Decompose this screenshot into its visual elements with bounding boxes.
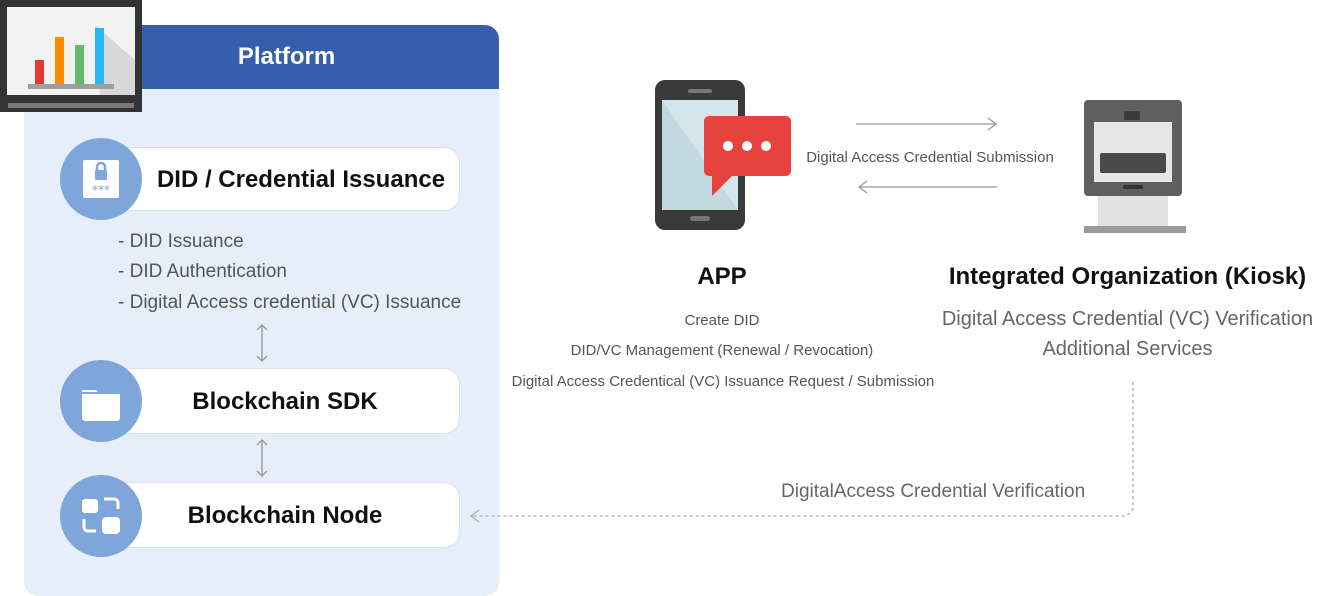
kiosk-line-additional: Additional Services <box>1042 338 1213 360</box>
credential-verification-label: DigitalAccess Credential Verification <box>781 481 1086 502</box>
did-detail-line-1: - DID Issuance <box>118 231 244 252</box>
did-credential-issuance-label: DID / Credential Issuance <box>156 166 446 193</box>
did-detail-line-2: - DID Authentication <box>118 261 287 282</box>
credential-submission-label: Digital Access Credential Submission <box>806 149 1054 166</box>
svg-text:***: *** <box>92 183 110 197</box>
bar-chart-board-icon <box>0 0 142 112</box>
blockchain-node-box: Blockchain Node <box>100 482 460 548</box>
app-title: APP <box>697 263 747 290</box>
blockchain-node-label: Blockchain Node <box>187 502 383 529</box>
app-line-management: DID/VC Management (Renewal / Revocation) <box>570 342 874 359</box>
node-blocks-icon <box>82 497 120 534</box>
did-detail-line-3: - Digital Access credential (VC) Issuanc… <box>118 292 462 313</box>
kiosk-line-verification: Digital Access Credential (VC) Verificat… <box>941 308 1314 330</box>
app-line-create-did: Create DID <box>684 312 760 329</box>
kiosk-icon <box>1084 100 1186 233</box>
sdk-icon-circle <box>60 360 142 442</box>
kiosk-title: Integrated Organization (Kiosk) <box>948 263 1307 290</box>
double-arrow-icon <box>256 324 268 362</box>
app-line-issuance-request: Digital Access Credentical (VC) Issuance… <box>511 373 935 390</box>
platform-title: Platform <box>237 43 336 70</box>
did-credential-issuance-box: DID / Credential Issuance <box>100 147 460 211</box>
arrow-left-icon <box>857 180 997 194</box>
double-arrow-icon <box>256 439 268 477</box>
lock-card-icon: *** <box>83 160 119 198</box>
smartphone-chat-icon <box>655 80 791 230</box>
did-icon-circle: *** <box>60 138 142 220</box>
blockchain-sdk-label: Blockchain SDK <box>192 388 378 415</box>
node-icon-circle <box>60 475 142 557</box>
arrow-right-icon <box>856 117 998 131</box>
dashed-verification-connector <box>469 382 1134 523</box>
blockchain-sdk-box: Blockchain SDK <box>100 368 460 434</box>
folder-icon <box>82 390 120 421</box>
